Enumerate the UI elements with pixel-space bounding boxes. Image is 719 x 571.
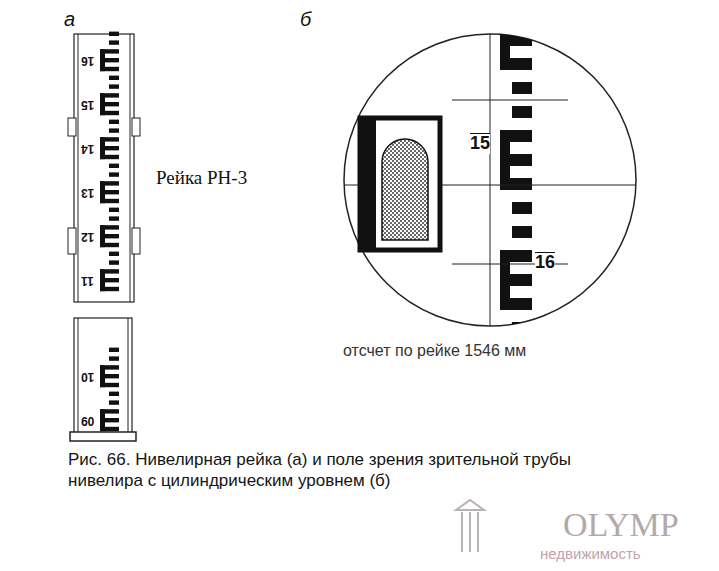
- level-vial: [360, 118, 440, 250]
- staff-upper: [68, 32, 140, 302]
- watermark: недвижимость: [540, 546, 641, 563]
- staff-number: 09: [81, 414, 94, 427]
- staff-in-view: [500, 0, 532, 358]
- staff-lower: [70, 318, 136, 441]
- staff-number: 16: [81, 54, 94, 67]
- field-of-view: [344, 34, 636, 326]
- panel-letter: б: [300, 8, 311, 30]
- staff-number: 15: [81, 98, 94, 111]
- watermark: OLYMP: [563, 506, 679, 543]
- crosshair: [344, 34, 636, 326]
- staff-number: 15: [470, 133, 490, 154]
- staff-number: 14: [81, 142, 94, 155]
- panel-letter: а: [64, 8, 75, 30]
- staff-number: 13: [81, 186, 94, 199]
- staff-name: Рейка РН-3: [156, 168, 247, 189]
- staff-number: 12: [81, 230, 94, 243]
- reading-note: отсчет по рейке 1546 мм: [343, 342, 526, 360]
- watermark-icon: [456, 500, 484, 552]
- staff-number: 10: [81, 370, 94, 383]
- figure-caption: Рис. 66. Нивелирная рейка (а) и поле зре…: [68, 450, 628, 491]
- staff-number: 16: [535, 252, 555, 273]
- staff-number: 11: [81, 274, 94, 287]
